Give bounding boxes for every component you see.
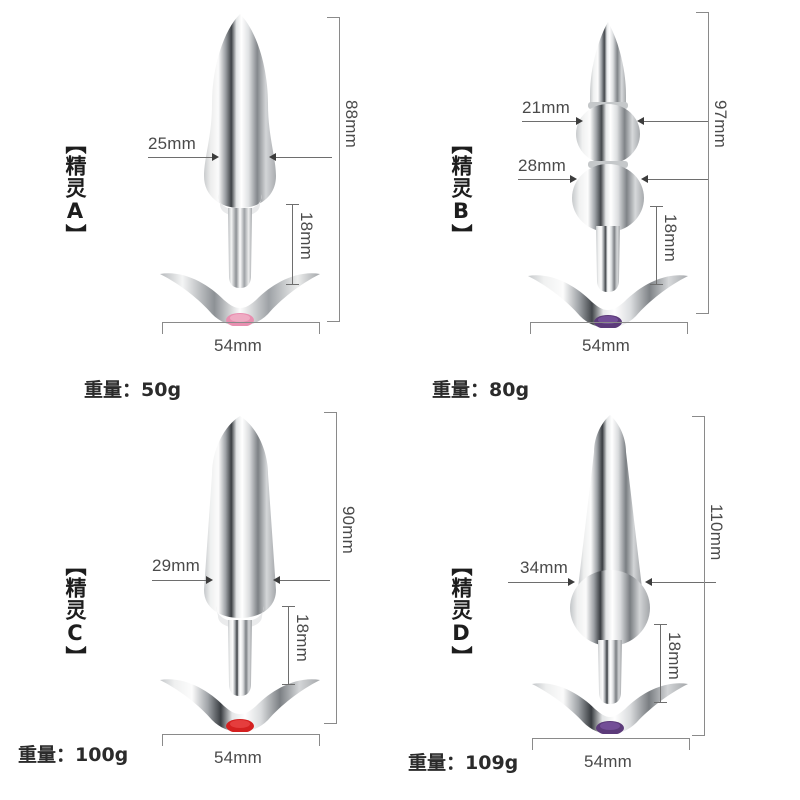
leader-line-a-left [148, 157, 214, 158]
dimension-a-neck: 18mm [297, 212, 316, 261]
dimension-d-diameter: 34mm [520, 558, 569, 577]
series-label-c: 【精灵C】 [63, 555, 87, 668]
arrow-b-lower-right [641, 175, 648, 183]
arrow-c-right [273, 576, 280, 584]
dimension-b-width: 54mm [582, 336, 631, 355]
dimension-c-diameter: 29mm [152, 556, 201, 575]
dimension-c-neck: 18mm [293, 614, 312, 663]
dimension-a-height: 88mm [342, 100, 361, 149]
arrow-d-left [568, 578, 575, 586]
bracket-b-width [530, 322, 688, 334]
leader-line-d-left [508, 582, 570, 583]
product-image-a [150, 8, 330, 326]
measure-line-a-neck [292, 204, 293, 284]
leader-line-b-lower-left [518, 179, 572, 180]
product-image-c [150, 412, 330, 732]
product-image-d [520, 412, 700, 734]
leader-line-d-right [650, 582, 716, 583]
series-label-b: 【精灵B】 [449, 133, 473, 246]
bracket-a-height [327, 17, 340, 322]
bracket-c-height [324, 412, 337, 724]
measure-line-b-neck [656, 206, 657, 284]
arrow-b-upper-right [637, 117, 644, 125]
bracket-c-width [162, 734, 320, 746]
weight-label-b: 重量：80g [432, 379, 530, 401]
cap-b-bottom [650, 284, 663, 285]
product-cell-b: 【精灵B】 [400, 0, 800, 401]
dimension-c-width: 54mm [214, 748, 263, 767]
leader-line-b-upper-left [522, 121, 578, 122]
series-label-d: 【精灵D】 [449, 555, 473, 668]
dimension-b-height: 97mm [711, 100, 730, 149]
cap-c-bottom [282, 684, 295, 685]
arrow-b-upper-left [576, 117, 583, 125]
leader-line-c-right [278, 580, 330, 581]
dimension-d-height: 110mm [707, 504, 726, 561]
arrow-b-lower-left [570, 175, 577, 183]
arrow-a-right [269, 153, 276, 161]
cap-d-bottom [654, 702, 667, 703]
dimension-d-width: 54mm [584, 752, 633, 771]
measure-line-c-neck [288, 606, 289, 684]
product-image-b [518, 18, 698, 328]
arrow-c-left [206, 576, 213, 584]
cap-a-bottom [286, 284, 299, 285]
product-cell-d: 【精灵D】 [400, 400, 800, 800]
series-label-a: 【精灵A】 [63, 133, 87, 246]
arrow-d-right [645, 578, 652, 586]
dimension-b-diameter-upper: 21mm [522, 98, 571, 117]
arrow-a-left [212, 153, 219, 161]
dimension-a-width: 54mm [214, 336, 263, 355]
bracket-d-width [532, 738, 690, 750]
leader-line-c-left [152, 580, 208, 581]
product-cell-a: 【精灵A】 [0, 0, 400, 401]
bracket-a-width [162, 322, 320, 334]
bracket-b-height [696, 12, 709, 314]
leader-line-b-lower-right [646, 179, 708, 180]
dimension-a-diameter: 25mm [148, 134, 197, 153]
bracket-d-height [692, 416, 705, 736]
product-cell-c: 【精灵C】 [0, 400, 400, 800]
weight-label-c: 重量：100g [18, 744, 129, 766]
measure-line-d-neck [660, 624, 661, 702]
dimension-d-neck: 18mm [665, 632, 684, 681]
leader-line-b-upper-right [642, 121, 708, 122]
leader-line-a-right [274, 157, 332, 158]
weight-label-d: 重量：109g [408, 752, 519, 774]
weight-label-a: 重量：50g [84, 379, 182, 401]
dimension-b-diameter-lower: 28mm [518, 156, 567, 175]
dimension-b-neck: 18mm [661, 214, 680, 263]
dimension-c-height: 90mm [339, 506, 358, 555]
